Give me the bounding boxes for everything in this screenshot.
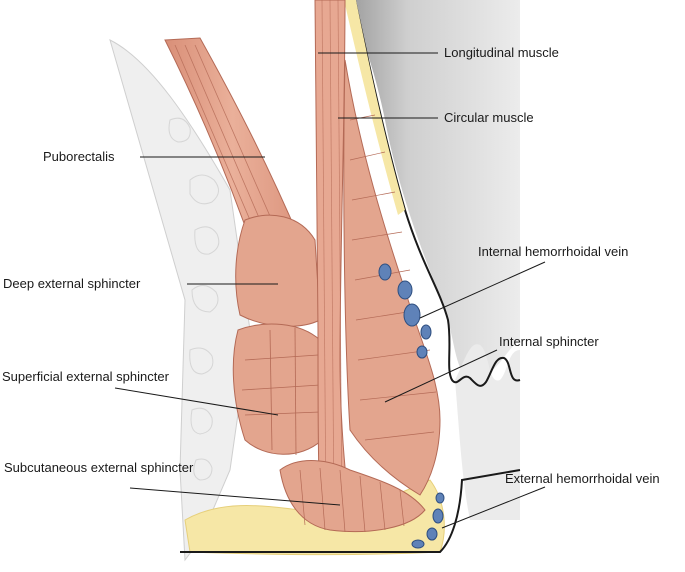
label-superficial-external-sphincter: Superficial external sphincter	[2, 369, 169, 385]
label-subcutaneous-external-sphincter: Subcutaneous external sphincter	[4, 460, 193, 476]
deep-external-sphincter-muscle	[236, 215, 320, 326]
label-external-hemorrhoidal-vein: External hemorrhoidal vein	[505, 471, 660, 487]
label-internal-hemorrhoidal-vein: Internal hemorrhoidal vein	[478, 244, 628, 260]
label-circular-muscle: Circular muscle	[444, 110, 534, 126]
label-deep-external-sphincter: Deep external sphincter	[3, 276, 140, 292]
label-longitudinal-muscle: Longitudinal muscle	[444, 45, 559, 61]
label-puborectalis: Puborectalis	[43, 149, 115, 165]
superficial-external-sphincter-muscle	[233, 324, 322, 454]
label-internal-sphincter: Internal sphincter	[499, 334, 599, 350]
